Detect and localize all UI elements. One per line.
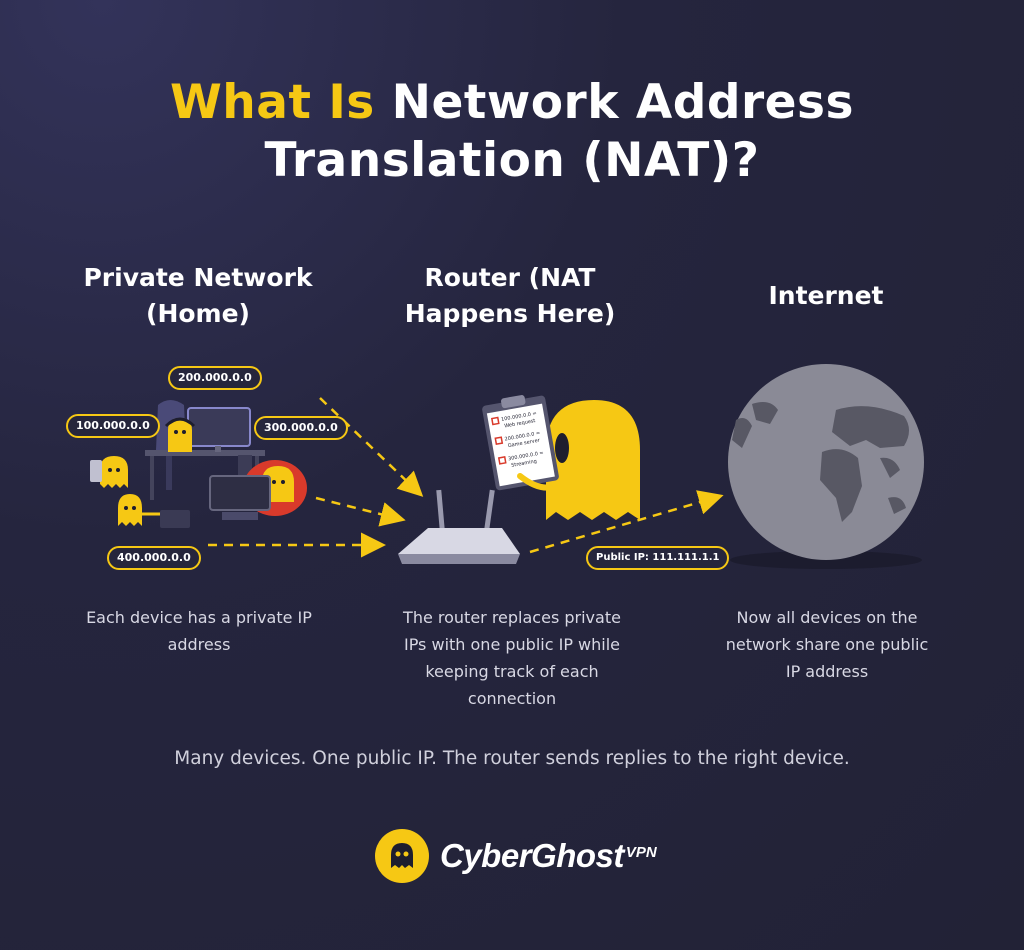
router-icon xyxy=(398,489,520,564)
laptop-icon xyxy=(209,475,271,511)
clip-entry-1-label: Web request xyxy=(504,418,536,429)
clip-entry-3-label: Streaming xyxy=(511,458,537,468)
private-network-description: Each device has a private IP address xyxy=(86,608,312,654)
brand-name: CyberGhost xyxy=(440,837,624,874)
flow-arrows xyxy=(208,397,724,558)
brand-logo: CyberGhost VPN xyxy=(374,828,657,884)
ip-badge-100: 100.000.0.0 xyxy=(66,414,160,438)
page-title: What Is Network Address Translation (NAT… xyxy=(0,74,1024,190)
clip-entry-2-label: Game server xyxy=(507,437,541,449)
phone-icon xyxy=(90,460,102,482)
ip-badge-300: 300.000.0.0 xyxy=(254,416,348,440)
brand-suffix: VPN xyxy=(625,843,657,861)
ip-badge-200: 200.000.0.0 xyxy=(168,366,262,390)
ghost-logo-icon xyxy=(375,829,429,883)
phone-ghost-icon xyxy=(90,456,128,488)
router-ghost-icon xyxy=(546,400,640,520)
globe-icon xyxy=(728,364,924,569)
clipboard-icon: 100.000.0.0 = Web request 200.000.0.0 = … xyxy=(482,395,559,491)
title-rest: Network Address xyxy=(391,75,855,130)
title-line-2: Translation (NAT)? xyxy=(264,133,760,188)
title-highlight: What Is xyxy=(169,75,375,130)
laptop-ghost-icon xyxy=(118,494,190,528)
tagline: Many devices. One public IP. The router … xyxy=(174,748,850,769)
beanbag-ghost-icon xyxy=(209,460,307,520)
router-description: The router replaces private IPs with one… xyxy=(403,608,621,708)
private-network-heading: Private Network (Home) xyxy=(83,263,313,328)
router-heading: Router (NAT Happens Here) xyxy=(404,263,616,328)
public-ip-badge: Public IP: 111.111.1.1 xyxy=(586,546,730,570)
ghost-mascot-icon xyxy=(164,417,196,452)
internet-heading: Internet xyxy=(768,281,884,310)
internet-description: Now all devices on the network share one… xyxy=(725,608,929,681)
ip-badge-400: 400.000.0.0 xyxy=(107,546,201,570)
title-line-1: What Is Network Address xyxy=(0,74,1024,132)
